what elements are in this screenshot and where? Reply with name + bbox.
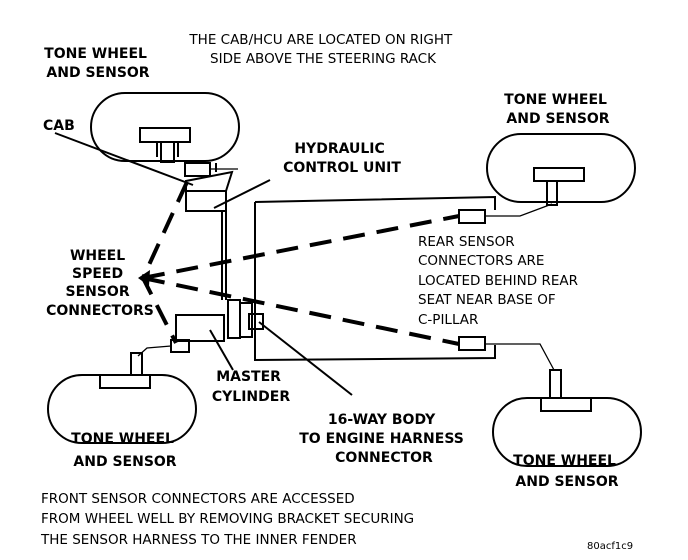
rear-sensor-note: REAR SENSOR CONNECTORS ARE LOCATED BEHIN…: [418, 234, 582, 328]
front-sensor-note: FRONT SENSOR CONNECTORS ARE ACCESSED FRO…: [40, 491, 418, 548]
top-note: THE CAB/HCU ARE LOCATED ON RIGHT SIDE AB…: [188, 32, 456, 67]
leader-lines: [54, 132, 353, 396]
tone-wheel-top-left: [90, 92, 240, 163]
master-cylinder-label: MASTER CYLINDER: [212, 369, 290, 405]
tone-wheel-bottom-right: [492, 369, 642, 467]
tone-wheel-label-top-left: TONE WHEEL AND SENSOR: [44, 46, 152, 81]
wss-connectors-label: WHEEL SPEED SENSOR CONNECTORS: [46, 248, 154, 319]
connectors-arrowhead: [138, 270, 150, 286]
master-cylinder: [170, 299, 264, 353]
body-harness-outline: [254, 195, 496, 362]
tone-wheel-label-bottom-right: TONE WHEEL AND SENSOR: [513, 453, 621, 490]
figure-id: 80acf1c9: [587, 541, 633, 552]
tone-wheel-label-top-right: TONE WHEEL AND SENSOR: [504, 92, 612, 127]
cab-label: CAB: [43, 118, 75, 134]
tone-wheel-top-right: [486, 133, 636, 206]
hcu-label: HYDRAULIC CONTROL UNIT: [283, 141, 401, 176]
harness-dashed-lines: [140, 181, 460, 346]
body-connector-label: 16-WAY BODY TO ENGINE HARNESS CONNECTOR: [299, 412, 468, 466]
cab-hcu-assembly: [184, 162, 234, 300]
sensor-wires: [137, 168, 555, 371]
tone-wheel-bottom-left: [47, 352, 197, 444]
tone-wheel-label-bottom-left: TONE WHEEL AND SENSOR: [71, 431, 179, 470]
